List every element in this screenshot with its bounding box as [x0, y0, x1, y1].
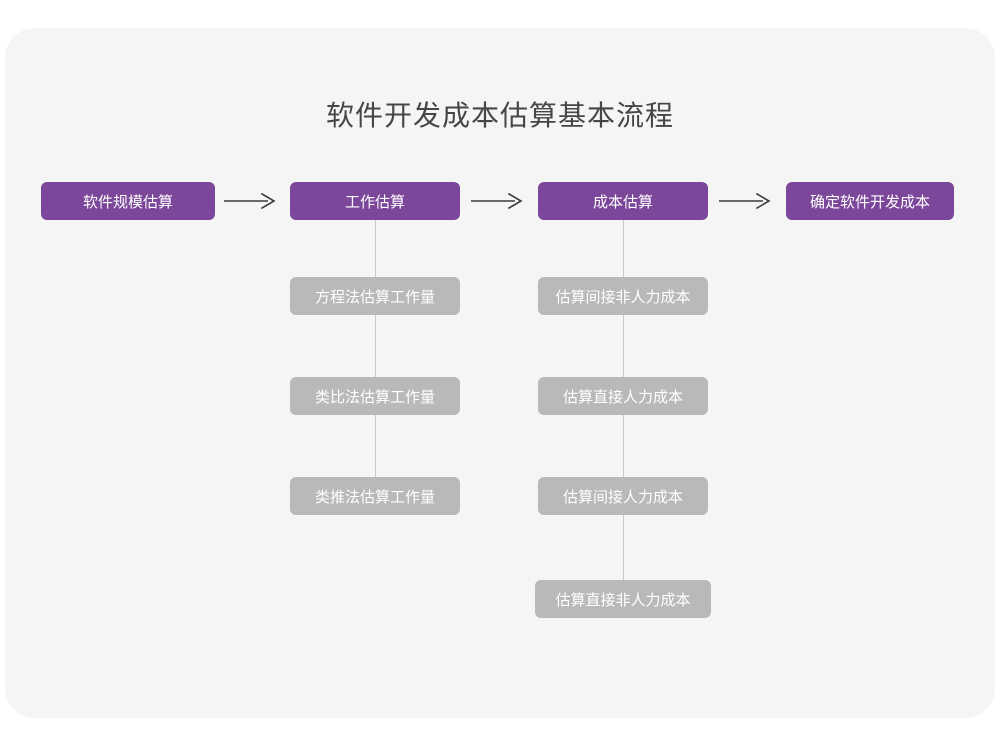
connector-line-right-2: [623, 315, 624, 377]
diagram-canvas: [5, 28, 995, 718]
flow-node-work-estimation[interactable]: 工作估算: [290, 182, 460, 220]
connector-line-left-1: [375, 220, 376, 277]
sub-node-equation-method-workload[interactable]: 方程法估算工作量: [290, 277, 460, 315]
flow-node-determine-development-cost[interactable]: 确定软件开发成本: [786, 182, 954, 220]
connector-line-right-4: [623, 515, 624, 580]
sub-node-direct-nonlabor-cost[interactable]: 估算直接非人力成本: [535, 580, 711, 618]
sub-node-analogy-method-workload[interactable]: 类比法估算工作量: [290, 377, 460, 415]
node-label: 类比法估算工作量: [314, 388, 435, 406]
node-label: 工作估算: [344, 193, 405, 211]
node-label: 估算间接非人力成本: [555, 288, 691, 306]
sub-node-inference-method-workload[interactable]: 类推法估算工作量: [290, 477, 460, 515]
connector-line-right-1: [623, 220, 624, 277]
flow-node-cost-estimation[interactable]: 成本估算: [538, 182, 708, 220]
node-label: 方程法估算工作量: [314, 288, 435, 306]
node-label: 估算直接非人力成本: [555, 591, 691, 609]
node-label: 成本估算: [592, 193, 653, 211]
connector-line-right-3: [623, 415, 624, 477]
sub-node-direct-labor-cost[interactable]: 估算直接人力成本: [538, 377, 708, 415]
flow-arrow-icon-1: [221, 182, 281, 220]
flow-node-software-scale-estimation[interactable]: 软件规模估算: [41, 182, 215, 220]
node-label: 估算直接人力成本: [562, 388, 683, 406]
sub-node-indirect-labor-cost[interactable]: 估算间接人力成本: [538, 477, 708, 515]
connector-line-left-3: [375, 415, 376, 477]
sub-node-indirect-nonlabor-cost[interactable]: 估算间接非人力成本: [538, 277, 708, 315]
flow-arrow-icon-2: [468, 182, 528, 220]
connector-line-left-2: [375, 315, 376, 377]
node-label: 类推法估算工作量: [314, 488, 435, 506]
node-label: 确定软件开发成本: [809, 193, 930, 211]
node-label: 估算间接人力成本: [562, 488, 683, 506]
flow-arrow-icon-3: [716, 182, 776, 220]
node-label: 软件规模估算: [82, 193, 173, 211]
page-title: 软件开发成本估算基本流程: [325, 100, 674, 131]
